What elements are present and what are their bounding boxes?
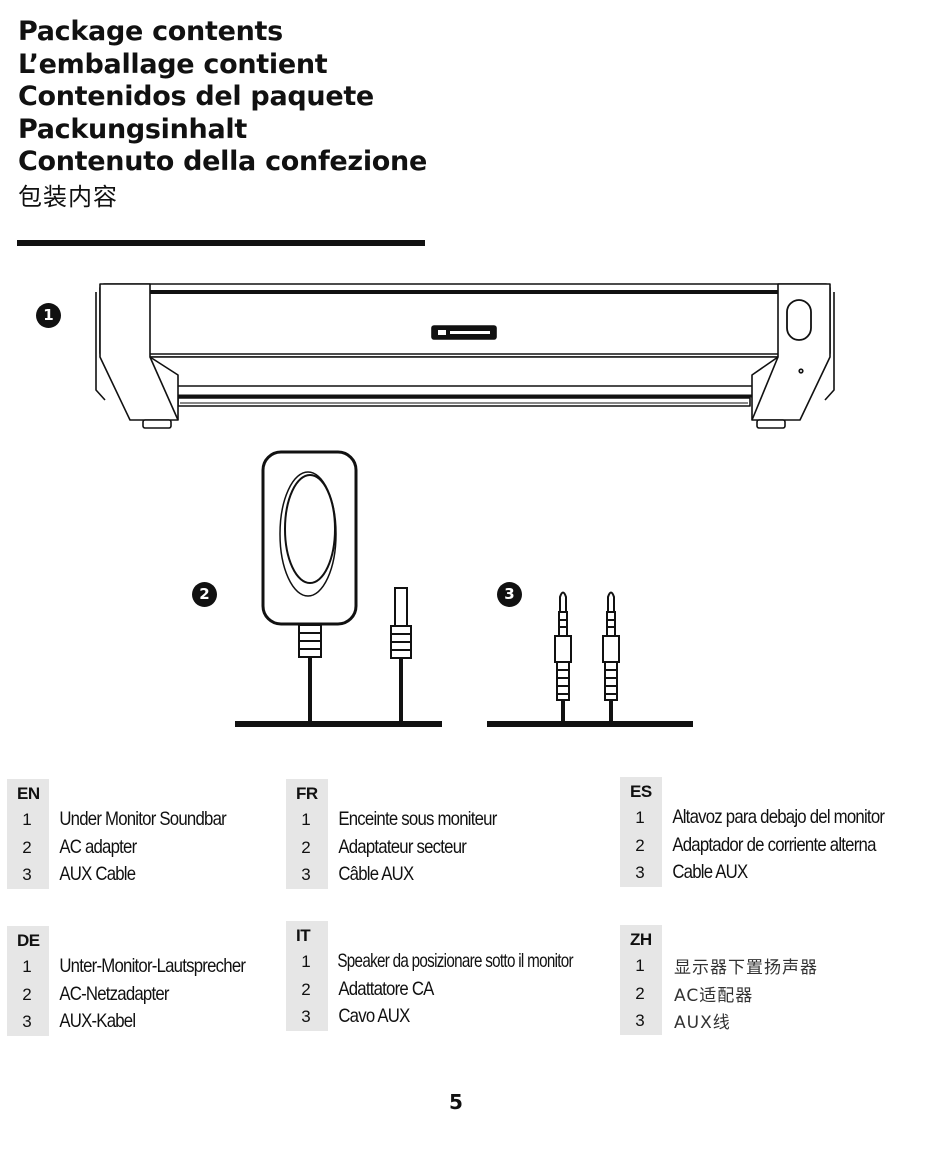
list-item: 2 AC-Netzadapter [7,980,277,1008]
contents-fr: FR 1 Enceinte sous moniteur 2 Adaptateur s… [286,779,524,889]
item-number: 3 [620,859,662,887]
package-illustrations [95,283,835,727]
list-item: 2 AC适配器 [620,979,818,1007]
item-number: 1 [7,953,49,981]
list-item: 3 Cavo AUX [286,1003,642,1031]
list-item: 2 Adattatore CA [286,975,642,1003]
item-label: AUX Cable [59,863,136,886]
item-number: 2 [620,831,662,859]
item-number: 1 [620,804,662,832]
item-label: Altavoz para debajo del monitor [672,806,885,829]
contents-zh: ZH 1 显示器下置扬声器 2 AC适配器 3 AUX线 [620,925,818,1035]
item-number: 1 [620,952,662,980]
item-number: 3 [286,1003,328,1031]
item-number: 3 [620,1007,662,1035]
item-number: 2 [7,980,49,1008]
lang-tag-zh: ZH [620,925,662,952]
contents-it: IT 1 Speaker da posizionare sotto il moni… [286,921,642,1031]
item-label: AC适配器 [674,985,754,1006]
aux-cable-illustration [487,591,693,727]
list-item: 3 AUX Cable [7,861,255,889]
list-item: 3 AUX-Kabel [7,1008,277,1036]
item-number: 2 [7,833,49,861]
item-number: 2 [620,979,662,1007]
item-label: Câble AUX [338,863,414,886]
contents-es: ES 1 Altavoz para debajo del monitor 2 Ada… [620,777,920,887]
title-fr: L’emballage contient [18,48,328,80]
item-label: Under Monitor Soundbar [59,808,226,831]
list-item: 2 Adaptateur secteur [286,833,524,861]
soundbar-illustration [95,283,835,429]
list-item: 3 Cable AUX [620,859,920,887]
lang-tag-de: DE [7,926,49,953]
title-es: Contenidos del paquete [18,81,374,112]
item-marker-2: 2 [192,582,217,607]
item-number: 3 [286,861,328,889]
ac-adapter-illustration [235,450,442,727]
item-number: 1 [7,806,49,834]
lang-tag-it: IT [286,921,328,948]
item-label: Cable AUX [672,861,748,884]
title-zh: 包装内容 [18,182,118,211]
title-it: Contenuto della confezione [18,146,427,177]
item-label: AC adapter [59,835,137,858]
title-de: Packungsinhalt [18,113,247,145]
lang-tag-en: EN [7,779,49,806]
list-item: 3 AUX线 [620,1007,818,1035]
item-label: Unter-Monitor-Lautsprecher [59,955,246,978]
title-en: Package contents [18,16,283,47]
item-label: Adattatore CA [338,977,434,1000]
item-label: Cavo AUX [338,1005,410,1028]
list-item: 1 Altavoz para debajo del monitor [620,804,920,832]
contents-de: DE 1 Unter-Monitor-Lautsprecher 2 AC-Netza… [7,926,277,1036]
item-label: AUX-Kabel [59,1010,136,1033]
list-item: 1 Speaker da posizionare sotto il monitor [286,948,642,976]
title-block: Package contents L’emballage contient Co… [18,16,427,213]
item-number: 2 [286,975,328,1003]
list-item: 1 Unter-Monitor-Lautsprecher [7,953,277,981]
item-label: 显示器下置扬声器 [674,958,818,979]
item-label: AC-Netzadapter [59,982,169,1005]
item-label: Speaker da posizionare sotto il monitor [337,950,573,973]
item-number: 3 [7,861,49,889]
page-number: 5 [449,1090,463,1114]
item-marker-3: 3 [497,582,522,607]
item-label: Adaptador de corriente alterna [672,833,876,856]
lang-tag-es: ES [620,777,662,804]
item-number: 1 [286,806,328,834]
item-number: 3 [7,1008,49,1036]
item-label: Enceinte sous moniteur [338,808,497,831]
item-label: Adaptateur secteur [338,835,467,858]
item-number: 1 [286,948,328,976]
list-item: 2 AC adapter [7,833,255,861]
list-item: 3 Câble AUX [286,861,524,889]
item-label: AUX线 [674,1013,731,1034]
list-item: 1 Under Monitor Soundbar [7,806,255,834]
item-number: 2 [286,833,328,861]
list-item: 2 Adaptador de corriente alterna [620,831,920,859]
lang-tag-fr: FR [286,779,328,806]
contents-en: EN 1 Under Monitor Soundbar 2 AC adapter 3… [7,779,255,889]
list-item: 1 Enceinte sous moniteur [286,806,524,834]
title-divider [17,240,425,246]
item-marker-1: 1 [36,303,61,328]
list-item: 1 显示器下置扬声器 [620,952,818,980]
